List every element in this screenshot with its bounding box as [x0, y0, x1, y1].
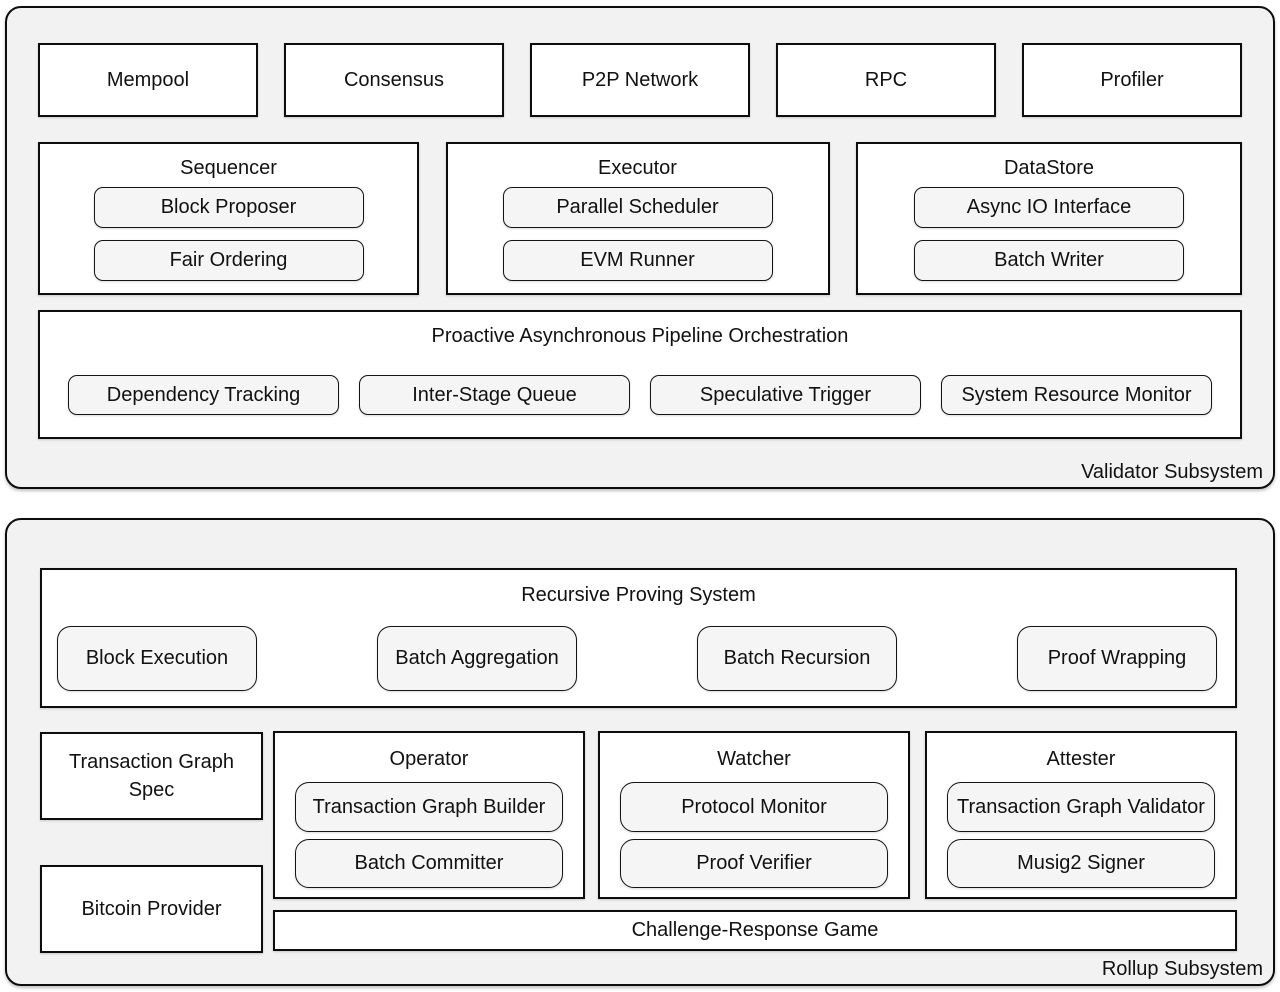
node-profiler: Profiler — [1022, 43, 1242, 117]
validator-service-row: Mempool Consensus P2P Network RPC Profil… — [38, 43, 1242, 117]
recursive-proving-system-title: Recursive Proving System — [521, 584, 756, 606]
validator-subsystem-panel: Mempool Consensus P2P Network RPC Profil… — [5, 6, 1275, 489]
validator-subsystem-label: Validator Subsystem — [1081, 461, 1263, 483]
pipeline-chip-row: Dependency Tracking Inter-Stage Queue Sp… — [40, 375, 1240, 415]
node-async-io-interface: Async IO Interface — [914, 187, 1184, 228]
node-proof-verifier: Proof Verifier — [620, 839, 888, 888]
node-mempool: Mempool — [38, 43, 258, 117]
group-sequencer-title: Sequencer — [180, 157, 277, 179]
group-executor: Executor Parallel Scheduler EVM Runner — [445, 142, 830, 295]
recursive-proving-system-box: Recursive Proving System Block Execution… — [40, 568, 1237, 708]
group-watcher: Watcher Protocol Monitor Proof Verifier — [598, 731, 910, 899]
group-datastore: DataStore Async IO Interface Batch Write… — [856, 142, 1242, 295]
node-batch-committer: Batch Committer — [295, 839, 563, 888]
node-rpc: RPC — [776, 43, 996, 117]
node-evm-runner: EVM Runner — [502, 240, 773, 281]
node-bitcoin-provider: Bitcoin Provider — [40, 865, 263, 953]
proving-chip-row: Block Execution Batch Aggregation Batch … — [57, 626, 1217, 691]
node-parallel-scheduler: Parallel Scheduler — [502, 187, 773, 228]
node-block-execution: Block Execution — [57, 626, 257, 691]
group-attester-title: Attester — [1046, 748, 1116, 770]
node-block-proposer: Block Proposer — [93, 187, 364, 228]
node-challenge-response-game: Challenge-Response Game — [273, 910, 1237, 951]
node-musig2-signer: Musig2 Signer — [947, 839, 1215, 888]
rollup-subsystem-label: Rollup Subsystem — [1101, 958, 1263, 980]
node-batch-writer: Batch Writer — [914, 240, 1184, 281]
group-operator-title: Operator — [389, 748, 469, 770]
group-executor-title: Executor — [598, 157, 677, 179]
node-transaction-graph-spec: Transaction Graph Spec — [40, 732, 263, 820]
node-protocol-monitor: Protocol Monitor — [620, 782, 888, 832]
node-consensus: Consensus — [284, 43, 504, 117]
node-system-resource-monitor: System Resource Monitor — [941, 375, 1212, 415]
node-batch-recursion: Batch Recursion — [697, 626, 897, 691]
node-batch-aggregation: Batch Aggregation — [377, 626, 577, 691]
group-watcher-title: Watcher — [717, 748, 791, 770]
node-speculative-trigger: Speculative Trigger — [650, 375, 921, 415]
node-dependency-tracking: Dependency Tracking — [68, 375, 339, 415]
group-sequencer: Sequencer Block Proposer Fair Ordering — [38, 142, 419, 295]
rollup-subsystem-panel: Recursive Proving System Block Execution… — [5, 518, 1275, 986]
node-proof-wrapping: Proof Wrapping — [1017, 626, 1217, 691]
group-datastore-title: DataStore — [1003, 157, 1095, 179]
node-inter-stage-queue: Inter-Stage Queue — [359, 375, 630, 415]
pipeline-orchestration-box: Proactive Asynchronous Pipeline Orchestr… — [38, 310, 1242, 439]
node-fair-ordering: Fair Ordering — [93, 240, 364, 281]
node-transaction-graph-builder: Transaction Graph Builder — [295, 782, 563, 832]
node-p2p-network: P2P Network — [530, 43, 750, 117]
validator-group-row: Sequencer Block Proposer Fair Ordering E… — [38, 142, 1242, 295]
pipeline-orchestration-title: Proactive Asynchronous Pipeline Orchestr… — [431, 325, 849, 347]
group-attester: Attester Transaction Graph Validator Mus… — [925, 731, 1237, 899]
node-transaction-graph-validator: Transaction Graph Validator — [947, 782, 1215, 832]
group-operator: Operator Transaction Graph Builder Batch… — [273, 731, 585, 899]
